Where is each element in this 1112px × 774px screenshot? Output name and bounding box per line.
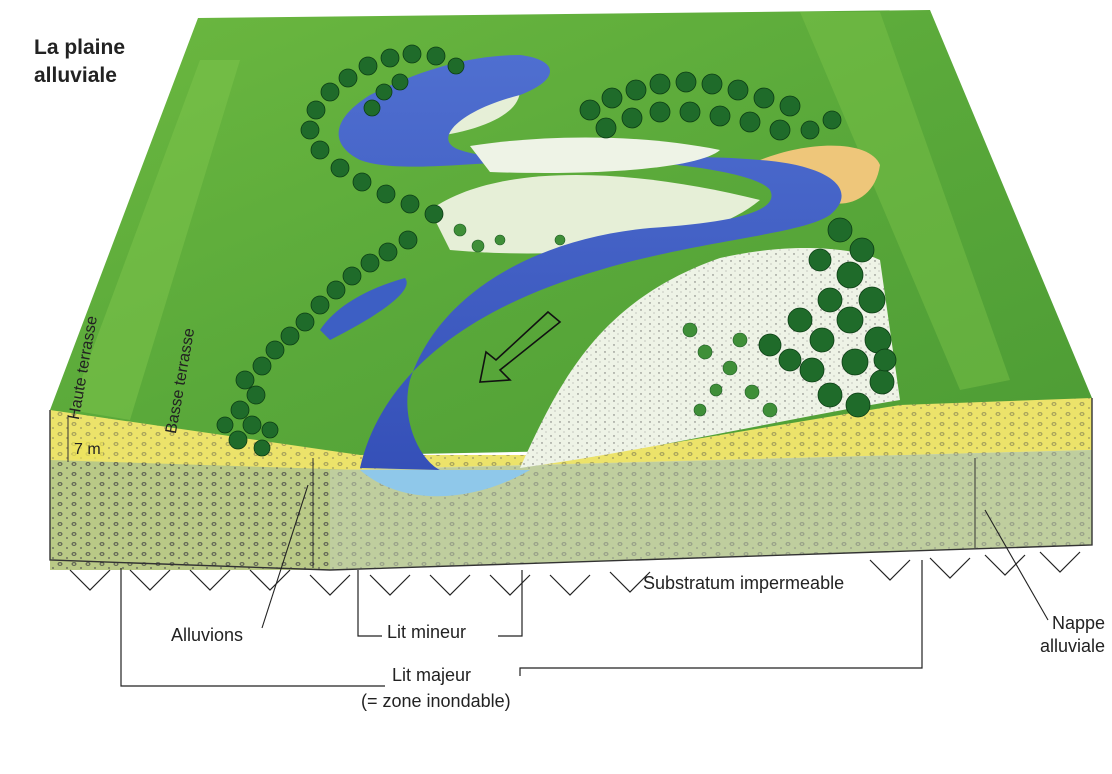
nappe-line-2: alluviale xyxy=(1039,636,1105,656)
zone-inondable-label: (= zone inondable) xyxy=(361,691,511,711)
forest-meander-top xyxy=(300,44,465,224)
flow-arrow xyxy=(479,310,562,383)
substratum-label: Substratum impermeable xyxy=(643,573,845,593)
forest-left xyxy=(216,230,418,457)
alluvions-leader xyxy=(261,484,309,629)
terrace-height-label: 7 m xyxy=(72,441,103,459)
terrace-band xyxy=(70,60,240,420)
lit-majeur-label: Lit majeur xyxy=(392,665,472,685)
alluvions-label: Alluvions xyxy=(171,625,244,645)
yellow-layer-dots xyxy=(50,398,1092,470)
nappe-leader xyxy=(984,509,1049,621)
nappe-alluviale-label: Nappe alluviale xyxy=(1030,612,1105,658)
title-line-2: alluviale xyxy=(34,64,117,87)
forest-bend-right xyxy=(758,217,897,418)
river-cross-section xyxy=(360,470,530,497)
river-inner-bank xyxy=(470,137,720,174)
block-outline xyxy=(49,398,1093,571)
gravel-bar-main-dots xyxy=(520,248,900,468)
nappe-layer xyxy=(330,450,1092,570)
nappe-line-1: Nappe xyxy=(1051,613,1105,633)
forest-right xyxy=(579,71,842,141)
river-channel xyxy=(338,55,842,470)
lit-mineur-label: Lit mineur xyxy=(387,622,467,642)
bedrock-hatching xyxy=(69,551,1081,596)
oxbow-lake xyxy=(320,278,407,340)
lit-majeur-bracket xyxy=(120,560,923,687)
title-line-1: La plaine xyxy=(34,36,126,59)
diagram-title: La plaine alluviale xyxy=(34,34,174,90)
lit-mineur-bracket xyxy=(357,570,523,637)
terrace-band-right xyxy=(800,12,1010,390)
shrubs-scattered xyxy=(453,223,778,418)
